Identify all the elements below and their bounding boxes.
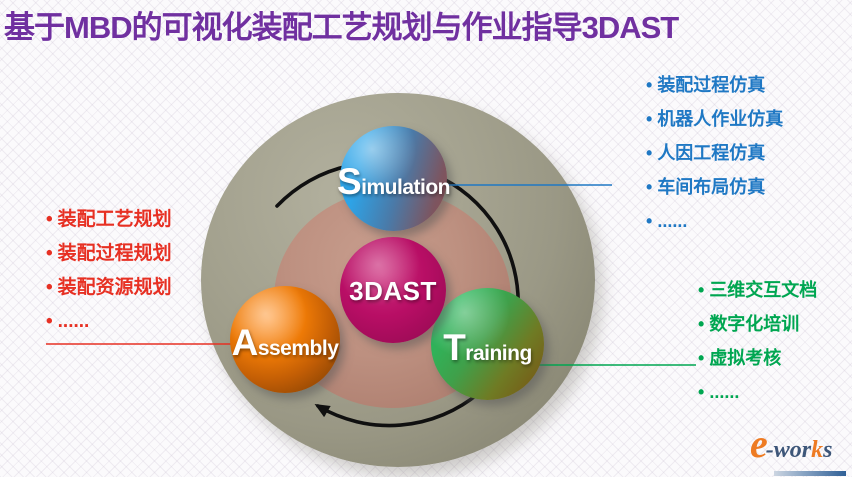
bullet-icon: • [46,277,53,298]
assembly-sphere: Assembly [230,286,340,393]
list-item: •人因工程仿真 [646,143,766,163]
training-sphere: Training [431,288,544,400]
training-rest: raining [465,341,532,365]
list-item: •装配过程仿真 [646,75,766,95]
training-list: •三维交互文档 •数字化培训 •虚拟考核 •...... [698,273,817,409]
bullet-icon: • [46,243,53,264]
bullet-icon: • [698,280,705,300]
bullet-icon: • [698,348,705,368]
list-item: •装配过程规划 [46,243,172,264]
list-item: •...... [46,311,90,332]
simulation-list: •装配过程仿真 •机器人作业仿真 •人因工程仿真 •车间布局仿真 •...... [646,68,783,238]
eworks-logo-e: e [750,421,768,466]
bullet-icon: • [46,209,53,230]
list-item: •...... [646,211,688,231]
center-3dast-sphere: 3DAST [340,237,446,343]
list-item: •虚拟考核 [698,348,782,368]
list-item: •装配工艺规划 [46,209,172,230]
bullet-icon: • [646,211,653,231]
list-item: •三维交互文档 [698,280,818,300]
simulation-rest: imulation [361,176,451,199]
bullet-icon: • [646,177,653,197]
training-sphere-label: Training [443,320,532,369]
bullet-icon: • [698,382,705,402]
bullet-icon: • [698,314,705,334]
simulation-sphere-label: Simulation [336,154,451,203]
list-item: •数字化培训 [698,314,800,334]
eworks-logo: e-works [750,424,850,476]
eworks-logo-s: s [823,437,833,463]
slide-title: 基于MBD的可视化装配工艺规划与作业指导3DAST [4,10,679,45]
planning-list: •装配工艺规划 •装配过程规划 •装配资源规划 •...... [46,203,172,339]
cycle-arrow-bottom-arc [314,391,481,428]
eworks-logo-underline [774,471,846,476]
simulation-initial: S [336,161,362,202]
bullet-icon: • [46,311,53,332]
list-item: •机器人作业仿真 [646,109,784,129]
eworks-logo-text: e-works [750,424,850,471]
bullet-icon: • [646,109,653,129]
assembly-sphere-label: Assembly [232,315,339,364]
bullet-icon: • [646,143,653,163]
simulation-sphere: Simulation [336,126,451,231]
eworks-logo-k: k [811,437,824,463]
training-initial: T [443,326,466,368]
assembly-rest: ssembly [257,337,339,360]
list-item: •...... [698,382,740,402]
eworks-logo-wor: -wor [765,437,812,463]
center-3dast-label: 3DAST [349,275,437,306]
list-item: •装配资源规划 [46,277,172,298]
assembly-initial: A [231,322,259,363]
list-item: •车间布局仿真 [646,177,766,197]
bullet-icon: • [646,75,653,95]
